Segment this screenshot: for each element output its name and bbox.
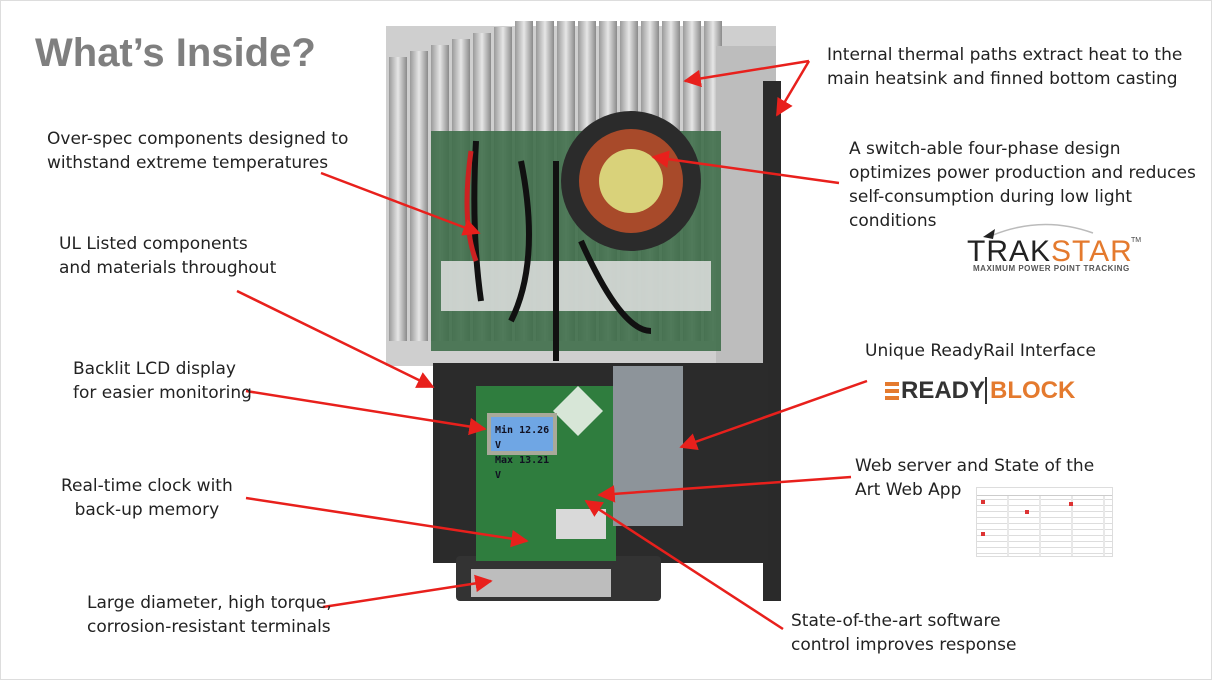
note-ul-listed: UL Listed components and materials throu… [59,234,277,278]
readyblock-bars-icon [885,382,899,400]
lower-enclosure [433,363,768,601]
lcd-line-min: Min 12.26 V [495,425,550,451]
note-webserver: Web server and State of the Art Web App [855,456,1095,500]
trakstar-logo: TRAKSTAR TM MAXIMUM POWER POINT TRACKING [963,223,1143,273]
lcd-line-max: Max 13.21 V [495,455,550,481]
arrow-terminals [322,574,493,609]
arrow-over-spec [320,171,481,236]
note-lcd: Backlit LCD display for easier monitorin… [73,359,252,403]
trakstar-part2: STAR [1051,235,1133,268]
arrow-lcd [245,389,487,436]
web-app-screenshot [976,487,1113,557]
note-readyrail: Unique ReadyRail Interface [865,341,1096,361]
callout-arrows [236,59,868,631]
arrow-software [584,499,784,631]
note-thermal: Internal thermal paths extract heat to t… [827,45,1183,89]
note-four-phase: A switch-able four-phase design optimize… [849,139,1196,231]
arrow-clock [245,496,529,548]
trakstar-part1: TRAK [967,235,1052,268]
arrow-readyrail [679,379,868,450]
lcd-display: Min 12.26 V Max 13.21 V [487,413,557,481]
arrow-webserver [597,475,852,503]
readyblock-part1: READY [901,377,986,404]
circuit-board [431,111,721,361]
trakstar-tagline: MAXIMUM POWER POINT TRACKING [973,264,1130,273]
page-title: What’s Inside? [35,31,316,75]
note-software: State-of-the-art software control improv… [791,611,1017,655]
readyblock-part2: BLOCK [985,377,1076,404]
note-over-spec: Over-spec components designed to withsta… [47,129,349,173]
note-clock: Real-time clock with back-up memory [61,476,233,520]
heatsink-fin [389,57,407,341]
arrow-thermal-2 [775,60,811,117]
arrow-four-phase [651,150,840,185]
note-terminals: Large diameter, high torque, corrosion-r… [87,593,332,637]
heatsink-fin [410,51,428,341]
trakstar-tm: TM [1131,237,1142,244]
arrow-thermal-1 [683,59,810,88]
arrow-ul-listed [236,289,435,389]
